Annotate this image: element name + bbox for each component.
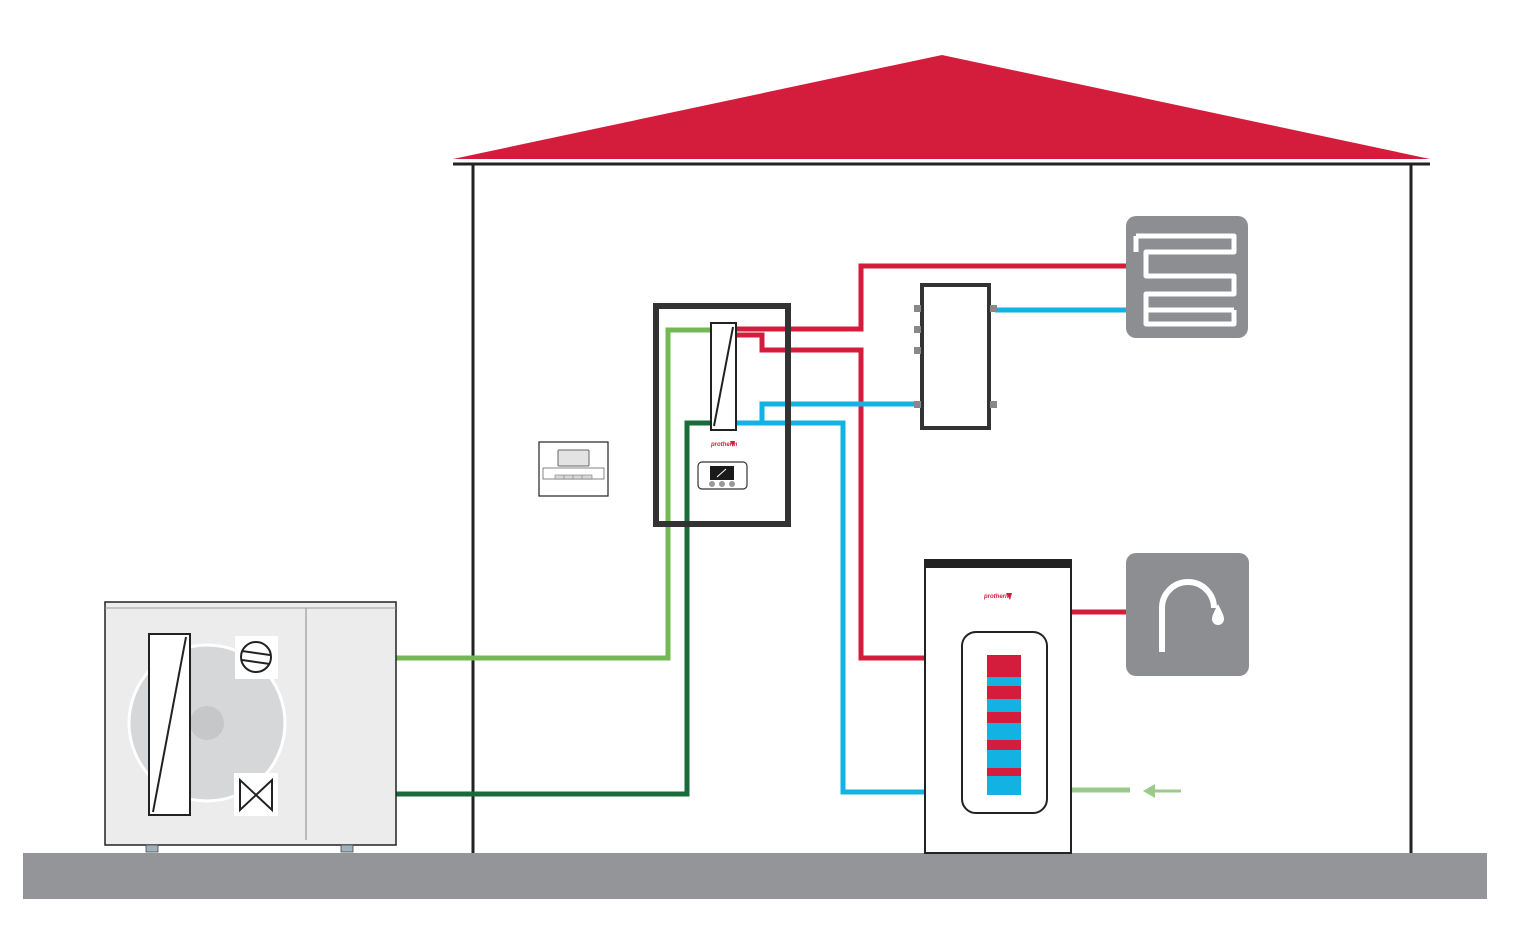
heating-supply-pipe bbox=[735, 263, 1128, 332]
inflow-arrow-icon bbox=[1143, 784, 1181, 798]
roof bbox=[453, 55, 1430, 159]
water-tap-icon bbox=[1126, 553, 1249, 676]
svg-text:protherm: protherm bbox=[983, 594, 1011, 600]
buffer-tank bbox=[914, 283, 997, 430]
outdoor-unit bbox=[104, 601, 397, 853]
cylinder-coil bbox=[987, 655, 1021, 795]
brand-logo: protherm bbox=[983, 593, 1012, 600]
dhw-supply-pipe bbox=[735, 332, 1020, 661]
unit-foot bbox=[340, 844, 354, 853]
expansion-valve-icon bbox=[234, 773, 278, 816]
underfloor-heating-icon bbox=[1126, 216, 1248, 338]
refrigerant-line-light bbox=[191, 327, 712, 661]
unit-foot bbox=[145, 844, 159, 853]
heating-return-pipe bbox=[735, 401, 921, 426]
refrigerant-line-dark bbox=[191, 420, 712, 797]
hot-water-cylinder: protherm bbox=[924, 559, 1072, 854]
svg-text:protherm: protherm bbox=[710, 442, 738, 448]
brand-logo: protherm bbox=[710, 441, 738, 448]
indoor-unit: protherm bbox=[653, 303, 791, 527]
room-controller bbox=[538, 441, 609, 497]
control-panel bbox=[697, 461, 748, 490]
evaporator-icon bbox=[148, 633, 191, 816]
heat-exchanger-icon bbox=[710, 322, 737, 431]
ground bbox=[23, 853, 1487, 899]
house-walls bbox=[453, 162, 1430, 853]
compressor-icon bbox=[235, 636, 278, 679]
